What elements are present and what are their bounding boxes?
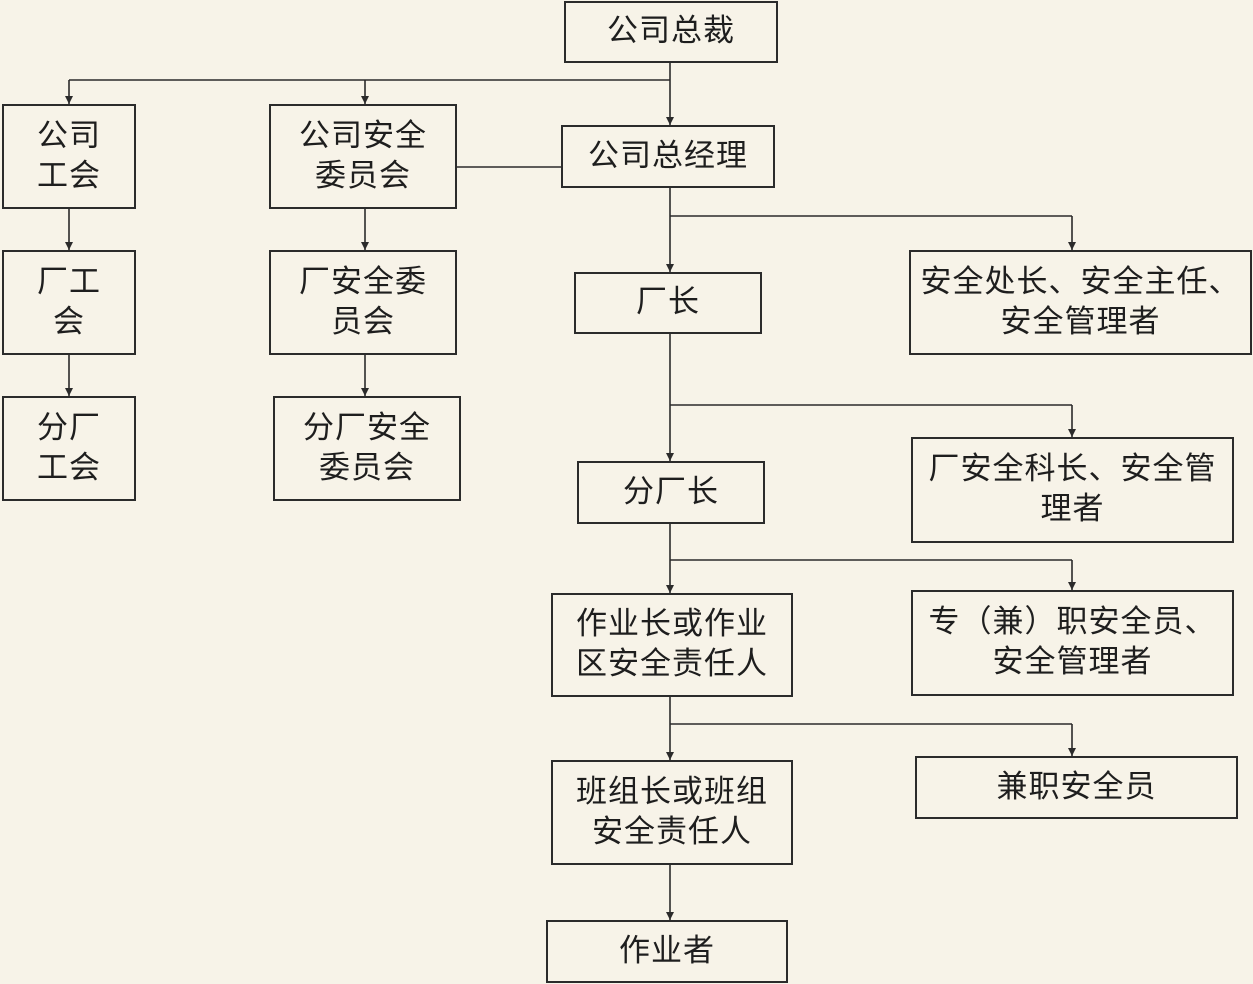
node-plant-safety-section: 厂安全科长、安全管 理者 xyxy=(911,437,1234,543)
node-safety-chief: 安全处长、安全主任、 安全管理者 xyxy=(909,250,1252,355)
node-worker: 作业者 xyxy=(546,920,788,983)
node-branch-safety-committee: 分厂安全 委员会 xyxy=(273,396,461,501)
node-ceo: 公司总裁 xyxy=(564,1,778,63)
node-plant-union: 厂工 会 xyxy=(2,250,136,355)
node-general-manager: 公司总经理 xyxy=(561,125,775,188)
node-company-safety-committee: 公司安全 委员会 xyxy=(269,104,457,209)
node-part-time-officer: 兼职安全员 xyxy=(915,756,1238,819)
node-plant-director: 厂长 xyxy=(574,272,762,334)
node-company-union: 公司 工会 xyxy=(2,104,136,209)
node-plant-safety-committee: 厂安全委 员会 xyxy=(269,250,457,355)
node-safety-officer: 专（兼）职安全员、 安全管理者 xyxy=(911,590,1234,696)
node-team-leader: 班组长或班组 安全责任人 xyxy=(551,760,793,865)
node-area-leader: 作业长或作业 区安全责任人 xyxy=(551,593,793,697)
node-branch-director: 分厂长 xyxy=(577,461,765,524)
node-branch-union: 分厂 工会 xyxy=(2,396,136,501)
